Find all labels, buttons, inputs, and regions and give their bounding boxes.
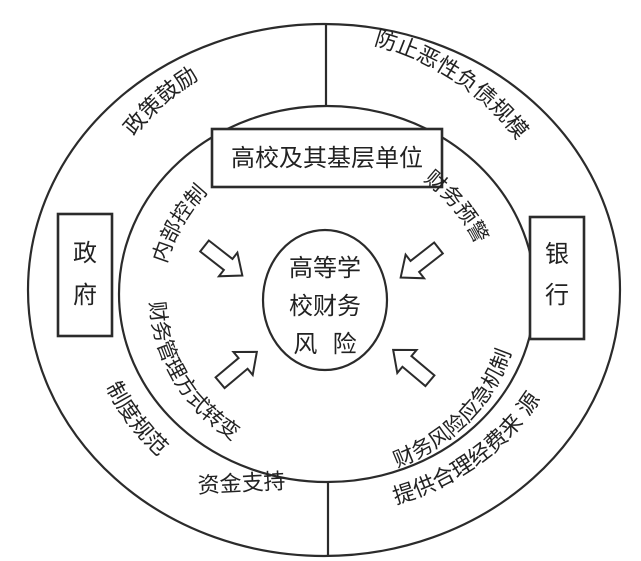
left-box [56,212,114,338]
arrow-top-right [399,241,445,280]
left-box-char-1: 政 [73,239,97,267]
center-line-3: 风 险 [293,330,356,358]
label-policy-encouragement: 政策鼓励 [119,63,202,141]
top-box [210,127,444,189]
arrow-bottom-left [214,350,259,390]
top-box-label: 高校及其基层单位 [231,144,423,172]
label-system-norms: 制度规范 [100,378,172,461]
right-box-char-2: 行 [545,281,569,309]
arrow-bottom-right [391,348,436,388]
center-circle [261,228,389,372]
label-fund-support: 资金支持 [197,469,286,499]
right-box-char-1: 银 [545,240,569,268]
arrow-top-left [198,239,244,278]
label-prevent-debt: 防止恶性负债规模 [372,26,533,144]
outer-ring [26,22,622,558]
center-line-2: 校财务 [289,292,361,320]
right-box [528,215,586,341]
left-box-char-2: 府 [73,281,97,309]
center-line-1: 高等学 [289,254,361,282]
label-financial-warning: 财务预警 [420,166,493,247]
